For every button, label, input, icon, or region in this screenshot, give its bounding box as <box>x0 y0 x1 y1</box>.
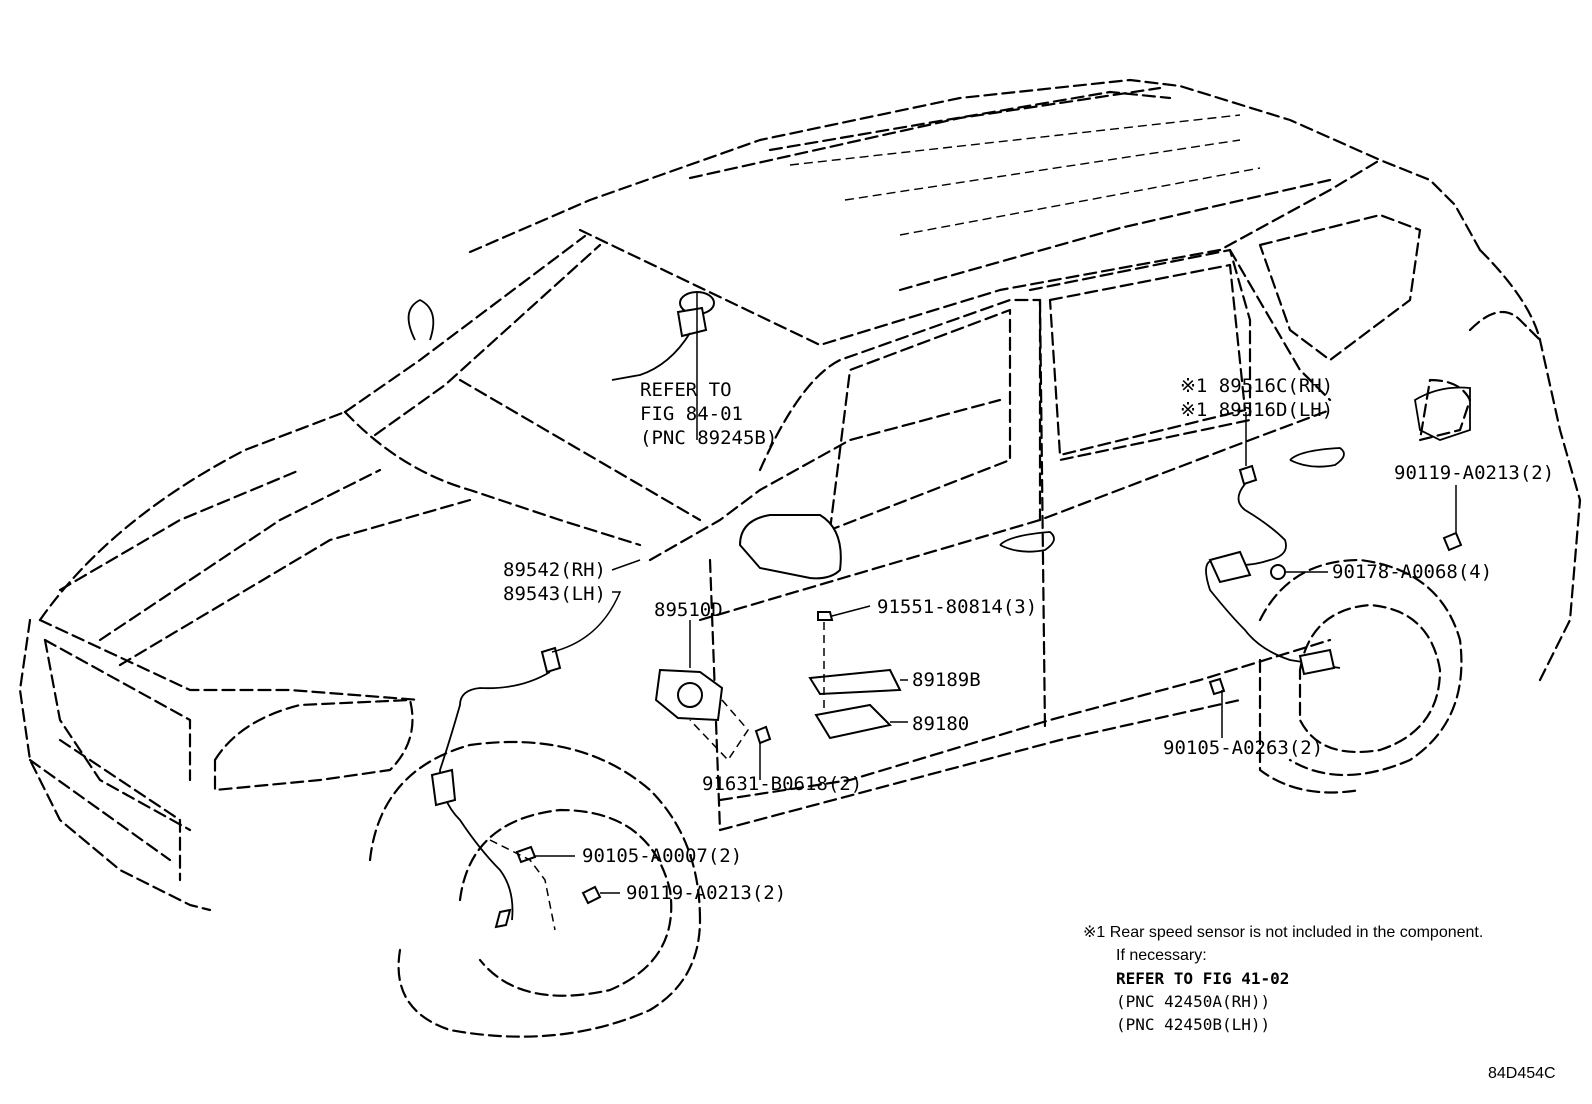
footnote-line2: If necessary: <box>1116 947 1207 964</box>
label-89189b: 89189B <box>912 669 981 691</box>
label-refer-fig-line2: FIG 84-01 <box>640 403 743 425</box>
footnote-line4: (PNC 42450A(RH)) <box>1116 992 1270 1011</box>
vehicle-outline <box>18 78 1582 1038</box>
parts <box>430 291 1463 929</box>
front-speed-sensor-wire <box>439 671 551 921</box>
label-refer-fig-line3: (PNC 89245B) <box>640 427 777 449</box>
label-90178: 90178-A0068(4) <box>1332 561 1492 583</box>
label-90119-front: 90119-A0213(2) <box>626 882 786 904</box>
rear-speed-sensor-head <box>1298 648 1336 676</box>
rear-bracket-upper <box>1208 550 1252 584</box>
label-89516c: ※1 89516C(RH) <box>1180 375 1333 397</box>
footnote-line3: REFER TO FIG 41-02 <box>1116 969 1289 988</box>
label-89543: 89543(LH) <box>503 583 606 605</box>
bolt-91631-b0618 <box>754 725 772 745</box>
label-90119-rear: 90119-A0213(2) <box>1394 462 1554 484</box>
clock-spring-sensor <box>676 306 708 338</box>
bracket-89189b <box>808 668 902 696</box>
footnote-line5: (PNC 42450B(LH)) <box>1116 1015 1270 1034</box>
rear-sensor-connector <box>1238 464 1258 486</box>
label-90105-a0007: 90105-A0007(2) <box>582 845 742 867</box>
footnote-line1: ※1 Rear speed sensor is not included in … <box>1083 924 1483 941</box>
label-89542: 89542(RH) <box>503 559 606 581</box>
label-90105-a0263: 90105-A0263(2) <box>1163 737 1323 759</box>
label-89510d: 89510D <box>654 599 723 621</box>
bolt-90119-a0213-front <box>581 885 602 905</box>
part-labels: REFER TO FIG 84-01 (PNC 89245B) 89542(RH… <box>503 375 1554 904</box>
bolt-90105-a0263 <box>1208 677 1226 696</box>
label-89516d: ※1 89516D(LH) <box>1180 399 1333 421</box>
front-sensor-harness-upper <box>611 332 691 381</box>
bolt-91551-80814 <box>817 611 834 621</box>
front-bracket <box>430 768 457 807</box>
leader-lines <box>489 292 1457 931</box>
bolt-90119-a0213-rear <box>1442 531 1463 552</box>
footnote: ※1 Rear speed sensor is not included in … <box>1083 924 1483 1034</box>
front-speed-sensor-connector <box>540 646 562 674</box>
clip-90178-a0068 <box>1270 564 1286 580</box>
sensor-89180 <box>814 703 893 740</box>
label-refer-fig-line1: REFER TO <box>640 379 732 401</box>
front-speed-sensor-head <box>494 908 512 929</box>
bolt-90105-a0007 <box>515 845 537 864</box>
figure-code: 84D454C <box>1488 1065 1556 1082</box>
label-89180: 89180 <box>912 713 969 735</box>
label-91631: 91631-B0618(2) <box>702 773 862 795</box>
label-91551: 91551-80814(3) <box>877 596 1037 618</box>
